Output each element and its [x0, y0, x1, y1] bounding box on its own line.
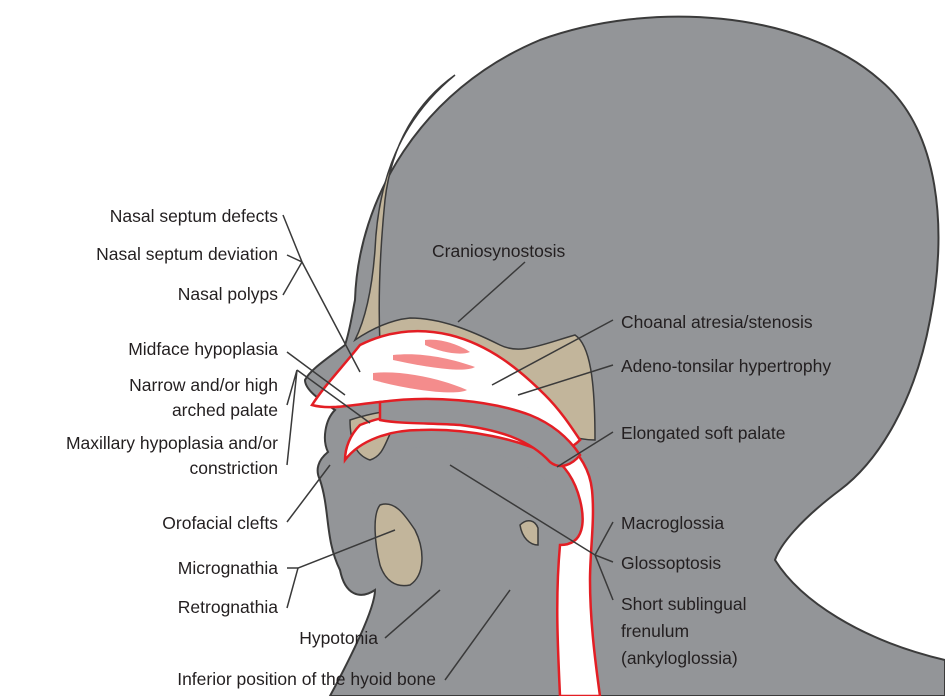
leader-palate [296, 369, 371, 424]
tongue [360, 446, 547, 505]
leader-craniosynostosis [457, 261, 526, 323]
label-hyoid-bone: Inferior position of the hyoid bone [177, 669, 436, 689]
leader-micro-retro [286, 529, 396, 609]
leader-midface [286, 351, 346, 396]
label-frenulum-line1: Short sublingual [621, 594, 747, 614]
label-narrow-palate-line1: Narrow and/or high [129, 375, 278, 395]
label-maxillary-line2: constriction [189, 458, 278, 478]
leader-palate-bracket [286, 369, 298, 466]
hyoid-bone [519, 520, 539, 546]
turbinate-2 [393, 354, 475, 370]
leader-adeno [517, 364, 614, 396]
leader-orofacial [286, 464, 331, 523]
mandible-bone [374, 503, 423, 587]
label-craniosynostosis: Craniosynostosis [432, 241, 565, 261]
label-frenulum-line2: frenulum [621, 621, 689, 641]
head-silhouette [303, 15, 945, 696]
label-hypotonia: Hypotonia [299, 628, 378, 648]
leader-lines [282, 214, 614, 681]
turbinate-1 [425, 339, 470, 354]
label-macroglossia: Macroglossia [621, 513, 724, 533]
soft-palate [378, 397, 582, 468]
label-frenulum-line3: (ankyloglossia) [621, 648, 738, 668]
label-retrognathia: Retrognathia [178, 597, 278, 617]
label-adeno-tonsilar: Adeno-tonsilar hypertrophy [621, 356, 831, 376]
leader-hypotonia [384, 589, 441, 639]
label-elongated-soft-palate: Elongated soft palate [621, 423, 785, 443]
turbinate-3 [373, 372, 467, 393]
label-maxillary-line1: Maxillary hypoplasia and/or [66, 433, 278, 453]
label-nasal-septum-defects: Nasal septum defects [110, 206, 279, 226]
label-orofacial-clefts: Orofacial clefts [162, 513, 278, 533]
label-micrognathia: Micrognathia [178, 558, 278, 578]
label-midface-hypoplasia: Midface hypoplasia [128, 339, 278, 359]
leader-tongue-group [449, 464, 614, 601]
label-glossoptosis: Glossoptosis [621, 553, 721, 573]
leader-soft-palate [556, 431, 614, 468]
leader-choanal [491, 319, 614, 386]
leader-hyoid [444, 589, 511, 681]
label-nasal-septum-deviation: Nasal septum deviation [96, 244, 278, 264]
label-nasal-polyps: Nasal polyps [178, 284, 278, 304]
label-choanal-atresia: Choanal atresia/stenosis [621, 312, 813, 332]
leader-nasal-group [282, 214, 361, 373]
label-narrow-palate-line2: arched palate [172, 400, 278, 420]
